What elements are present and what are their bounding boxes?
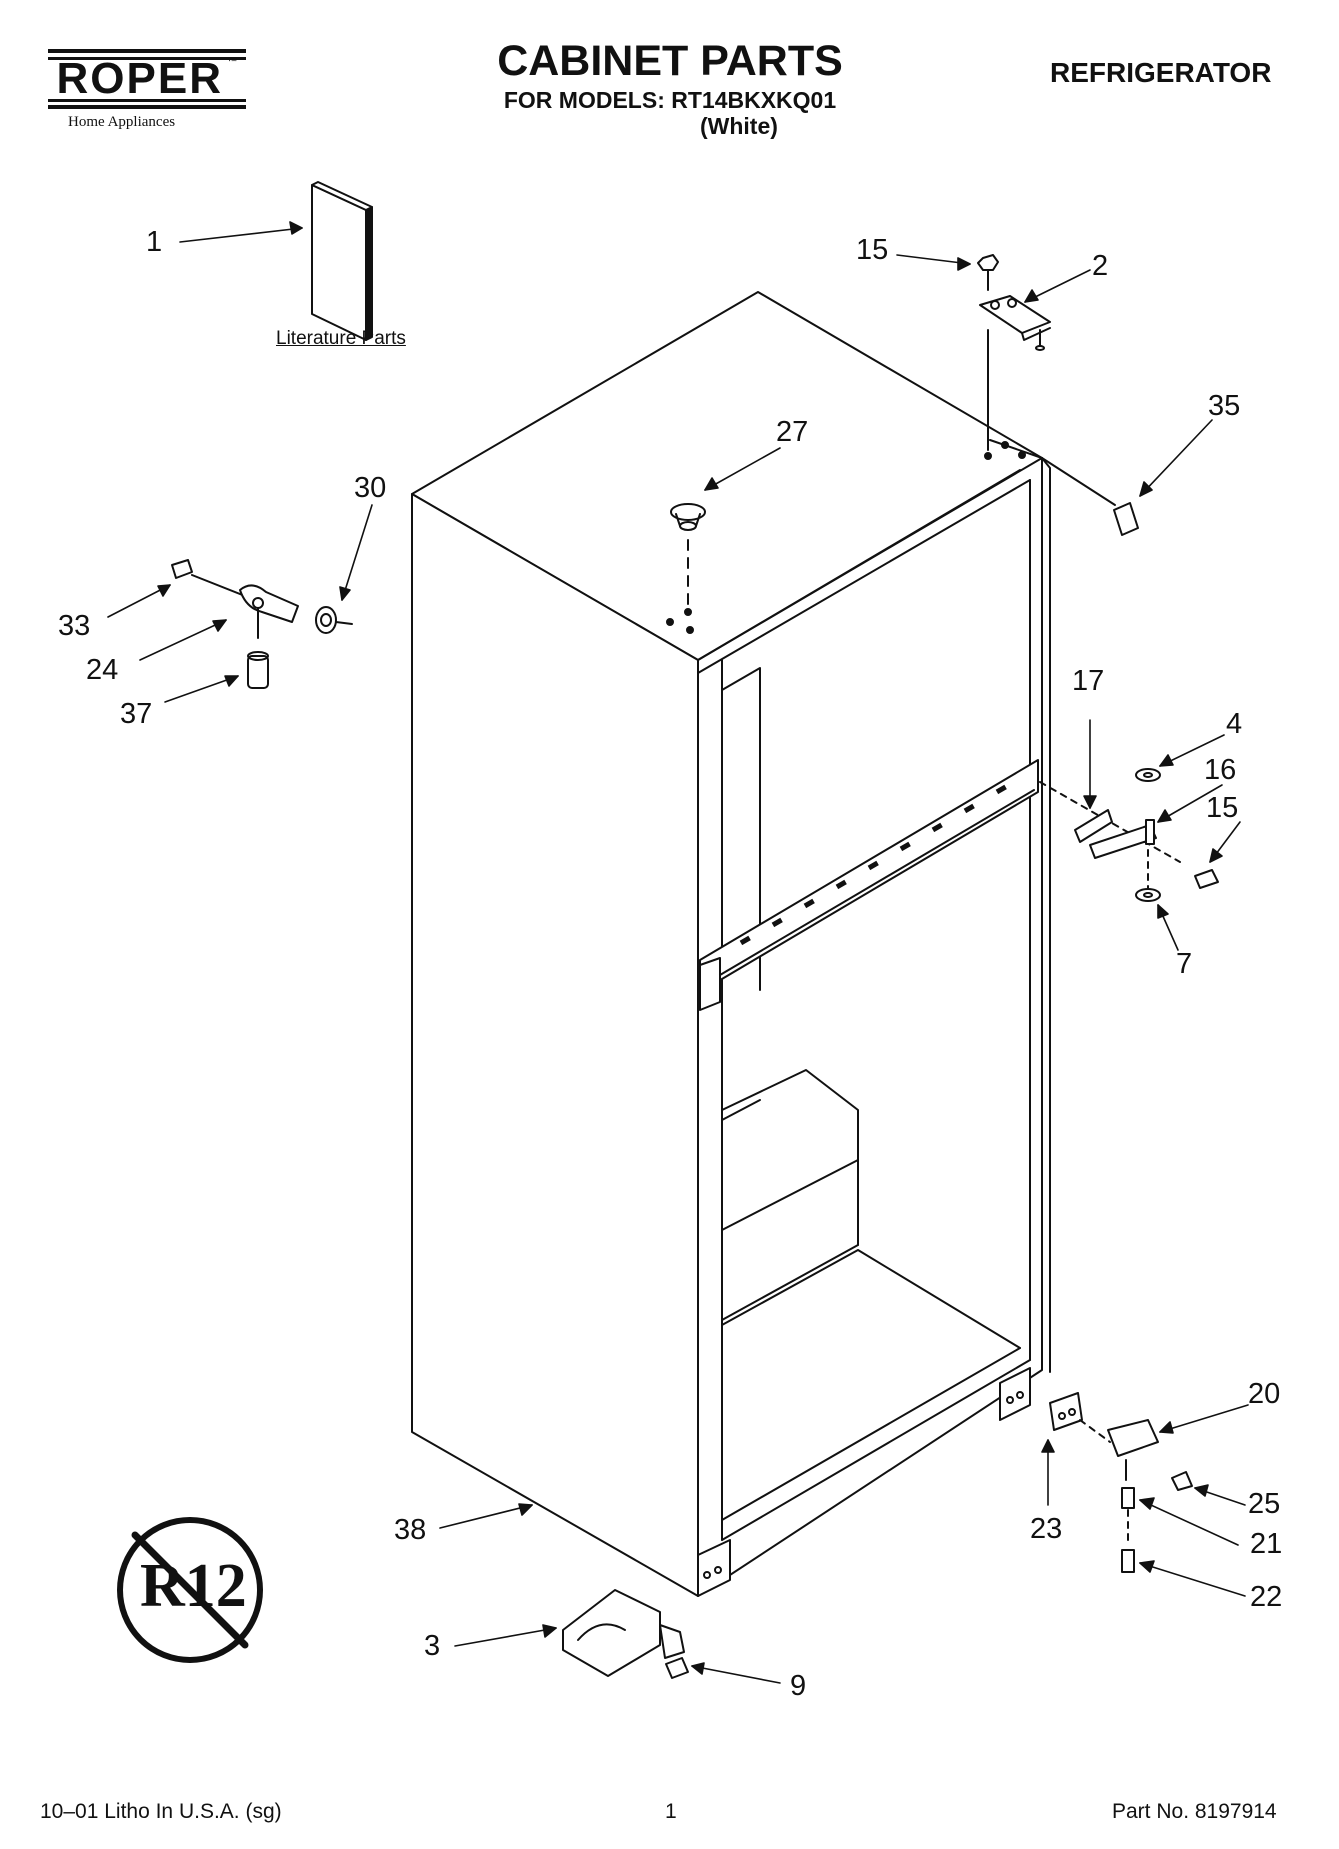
r12-label: R12 <box>140 1552 247 1620</box>
page-title: CABINET PARTS <box>497 37 843 85</box>
callout-23: 23 <box>1030 1513 1063 1545</box>
callout-4: 4 <box>1226 708 1243 740</box>
refrigerator-cabinet <box>411 291 1051 1597</box>
no-r12-symbol <box>117 1517 263 1663</box>
models-line: FOR MODELS: RT14BKXKQ01 <box>503 87 837 113</box>
callout-20: 20 <box>1248 1378 1281 1410</box>
callout-38: 38 <box>394 1514 427 1546</box>
roper-logo-mark <box>48 49 246 109</box>
brand-subtitle: Home Appliances <box>68 114 176 130</box>
category-label: REFRIGERATOR <box>1050 57 1272 88</box>
footer-print-info: 10–01 Litho In U.S.A. (sg) <box>40 1800 282 1823</box>
top-plug-assembly <box>666 503 706 634</box>
callout-1: 1 <box>146 226 163 258</box>
callout-33: 33 <box>58 610 91 642</box>
callout-37: 37 <box>120 698 153 730</box>
callout-2: 2 <box>1092 250 1109 282</box>
callout-15-mid: 15 <box>1206 792 1239 824</box>
literature-parts-link[interactable]: Literature Parts <box>276 328 406 349</box>
callout-27: 27 <box>776 416 809 448</box>
callout-30: 30 <box>354 472 387 504</box>
color-line: (White) <box>700 113 778 139</box>
literature-booklet <box>311 181 373 341</box>
lower-hinge-assembly <box>1049 1392 1193 1573</box>
trademark: ™ <box>227 57 238 68</box>
callout-leader-lines <box>107 221 1249 1684</box>
callout-16: 16 <box>1204 754 1237 786</box>
callout-35: 35 <box>1208 390 1241 422</box>
middle-hinge-assembly <box>1039 768 1219 902</box>
part-number: Part No. 8197914 <box>1112 1800 1277 1823</box>
side-hinge-assembly <box>171 559 353 689</box>
callout-7: 7 <box>1176 948 1193 980</box>
front-leveler-assembly <box>562 1589 689 1679</box>
callout-24: 24 <box>86 654 119 686</box>
callout-25: 25 <box>1248 1488 1281 1520</box>
callout-9: 9 <box>790 1670 807 1702</box>
bottom-corner-brackets <box>697 1367 1031 1597</box>
callout-21: 21 <box>1250 1528 1283 1560</box>
callout-3: 3 <box>424 1630 441 1662</box>
hinge-cover-35 <box>1041 457 1139 536</box>
page-number: 1 <box>665 1800 677 1823</box>
mullion-rail <box>699 759 1039 1011</box>
callout-22: 22 <box>1250 1581 1283 1613</box>
brand-logo: ROPER <box>56 54 224 103</box>
callout-15-top: 15 <box>856 234 889 266</box>
callout-17: 17 <box>1072 665 1105 697</box>
upper-hinge-assembly <box>977 254 1051 460</box>
